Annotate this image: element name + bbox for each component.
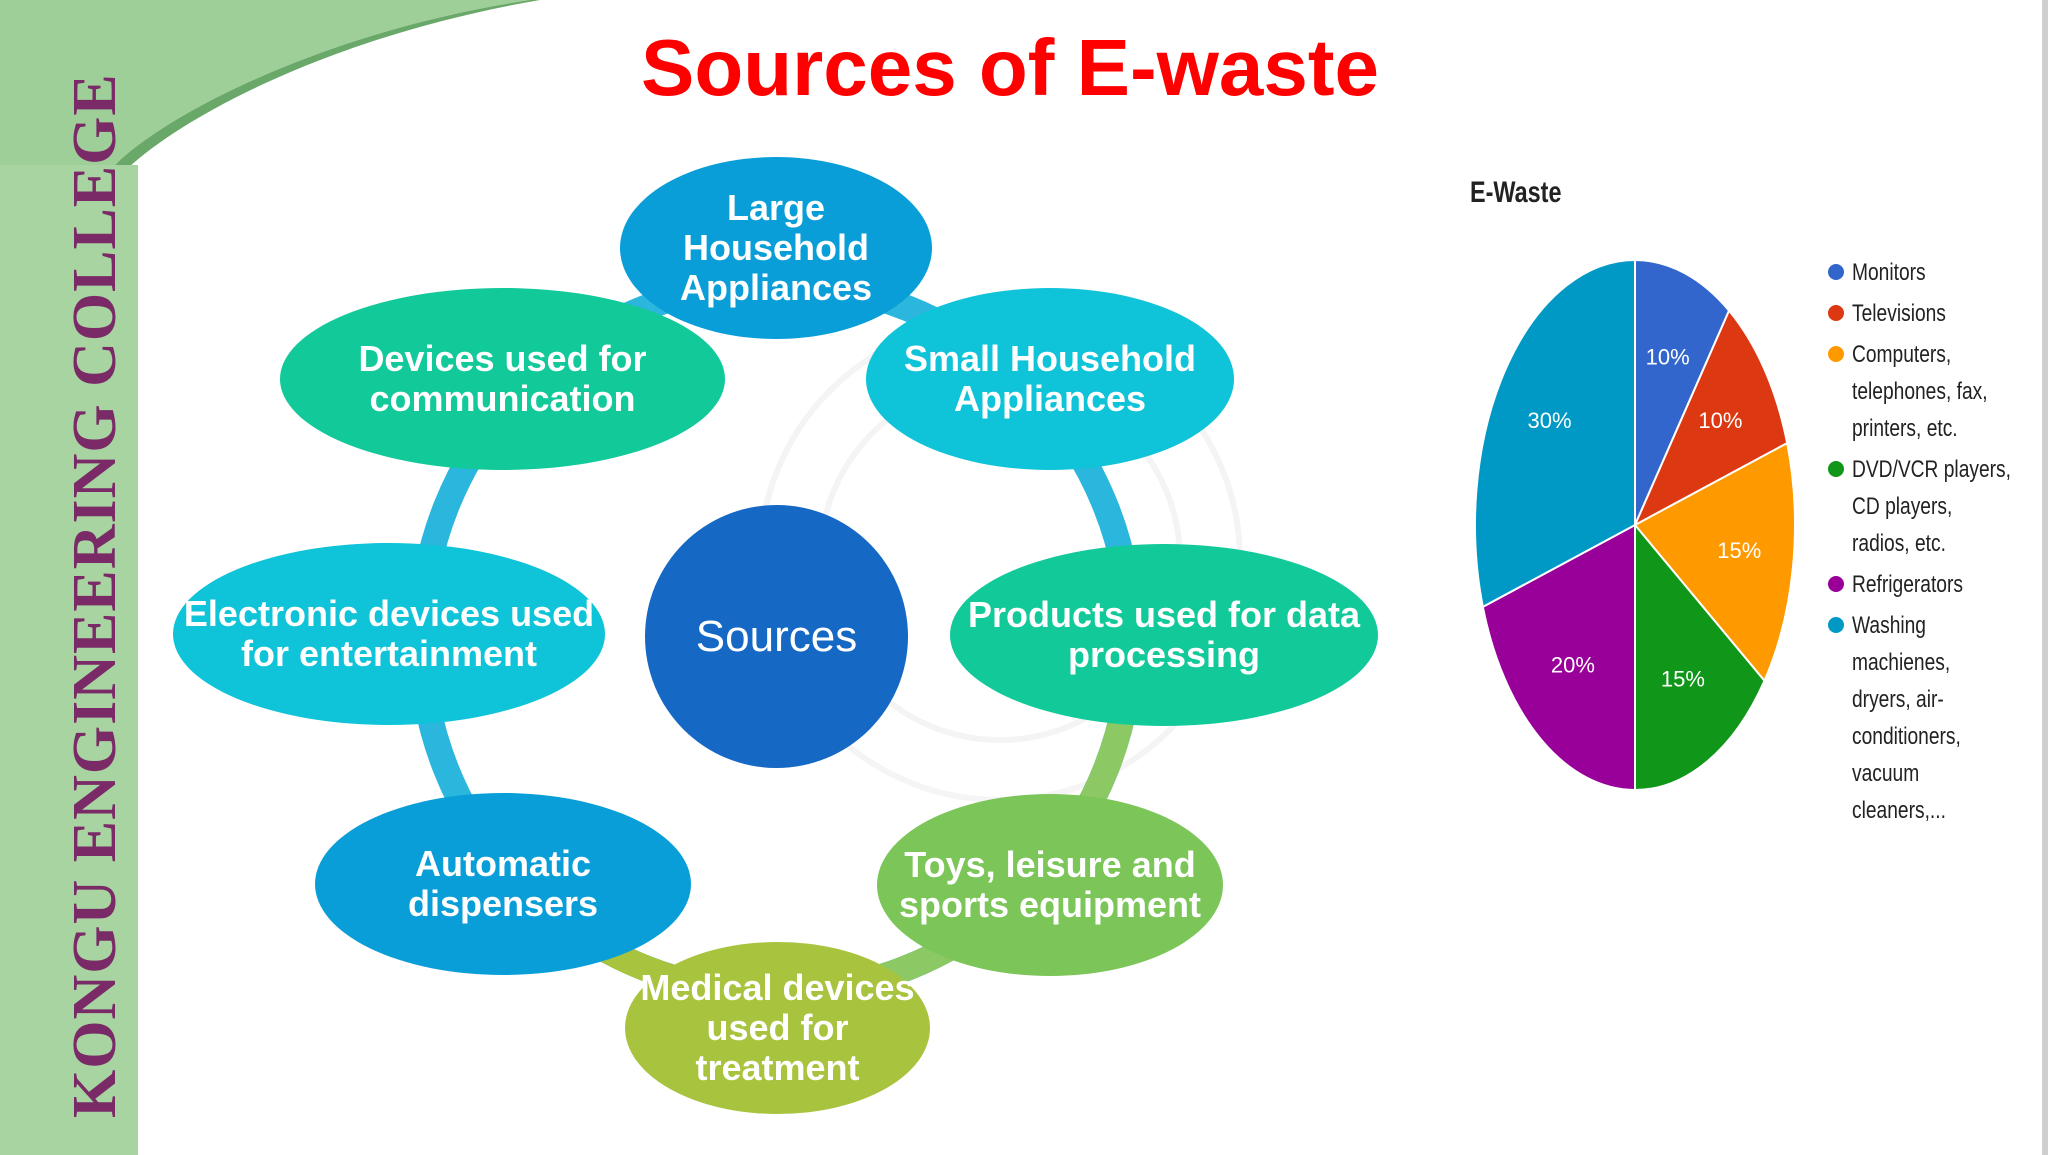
legend-label: Washing machienes, dryers, air-condition… [1852,612,1961,824]
pie-slice [1634,522,1766,792]
node-label: Toys, leisure and sports equipment [898,844,1202,925]
pie-slice-label: 10% [1698,408,1742,433]
node-entertainment-devices: Electronic devices used for entertainmen… [173,543,605,725]
legend-swatch [1828,576,1844,592]
node-label: Large Household Appliances [679,187,873,308]
legend-swatch [1828,264,1844,280]
legend-swatch [1828,305,1844,321]
slide-title: Sources of E-waste [640,23,1379,112]
pie-slice-label: 15% [1661,667,1705,692]
legend-item: Computers, telephones, fax, printers, et… [1828,336,2048,447]
node-data-processing-products: Products used for data processing [950,544,1378,726]
node-medical-devices: Medical devices used for treatment [625,942,930,1114]
legend-item: Refrigerators [1828,566,2048,603]
legend-item: Washing machienes, dryers, air-condition… [1828,607,2048,829]
node-small-household-appliances: Small Household Appliances [866,288,1234,470]
node-large-household-appliances: Large Household Appliances [620,157,932,339]
pie-slice-label: 15% [1717,538,1761,563]
legend-label: Computers, telephones, fax, printers, et… [1852,341,1988,442]
node-toys-leisure-sports: Toys, leisure and sports equipment [877,794,1223,976]
chart-legend: Monitors Televisions Computers, telephon… [1828,254,2048,833]
pie-chart: 10% 10% 15% 15% 20% 30% [1474,258,1796,792]
node-label: Small Household Appliances [903,338,1197,419]
pie-slice [1481,523,1636,792]
legend-label: Monitors [1852,259,1926,286]
node-label: Electronic devices used for entertainmen… [183,593,595,674]
sources-center: Sources [645,505,908,768]
legend-label: DVD/VCR players, CD players, radios, etc… [1852,456,2011,557]
legend-item: Monitors [1828,254,2048,291]
pie-slice [1474,258,1636,609]
legend-swatch [1828,461,1844,477]
pie-slice [1632,308,1789,528]
node-label: Devices used for communication [358,338,647,419]
node-label: Products used for data processing [967,594,1361,675]
legend-swatch [1828,346,1844,362]
node-automatic-dispensers: Automatic dispensers [315,793,691,975]
pie-slice-label: 10% [1646,344,1690,369]
chart-title: E-Waste [1470,176,1562,209]
legend-label: Refrigerators [1852,571,1963,598]
legend-item: Televisions [1828,295,2048,332]
pie-slice-label: 20% [1551,652,1595,677]
legend-swatch [1828,617,1844,633]
pie-slice [1633,441,1796,683]
legend-label: Televisions [1852,300,1946,327]
node-label: Medical devices used for treatment [640,967,915,1088]
pie-slice [1634,258,1731,526]
legend-item: DVD/VCR players, CD players, radios, etc… [1828,451,2048,562]
node-label: Automatic dispensers [407,843,599,924]
node-communication-devices: Devices used for communication [280,288,725,470]
pie-slice-label: 30% [1528,408,1572,433]
